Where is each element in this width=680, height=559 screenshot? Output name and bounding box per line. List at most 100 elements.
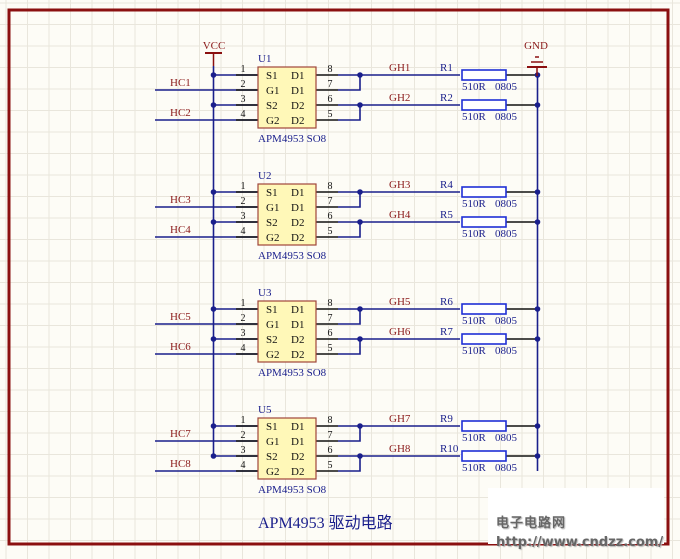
junction-dot [357, 423, 363, 429]
pin-name: S2 [266, 451, 278, 463]
pin-number: 8 [328, 298, 333, 309]
resistor-package: 0805 [495, 462, 518, 474]
pin-name: G2 [266, 466, 279, 478]
net-label-hc6: HC6 [170, 341, 191, 353]
wires [155, 66, 541, 472]
junction-dot [210, 336, 217, 342]
resistor-designator: R9 [440, 413, 453, 425]
watermark-site-name: 电子电路网 [496, 516, 567, 531]
junction-dot [357, 453, 363, 459]
net-label-gh1: GH1 [389, 62, 410, 74]
pin-name: S2 [266, 100, 278, 112]
pin-name: D2 [291, 466, 304, 478]
power-symbols: VCC GND [203, 40, 548, 76]
pin-number: 6 [328, 94, 333, 105]
chip-designator: U2 [258, 170, 271, 182]
junction-dot [210, 219, 217, 225]
junction-dot [210, 189, 217, 195]
pin-number: 4 [241, 343, 246, 354]
pin-name: D1 [291, 319, 304, 331]
pin-name: G2 [266, 349, 279, 361]
junction-dot [534, 189, 541, 195]
pin-name: S1 [266, 187, 278, 199]
pin-number: 5 [328, 226, 333, 237]
net-label-gh3: GH3 [389, 179, 411, 191]
junction-dot [534, 336, 541, 342]
pin-name: D1 [291, 85, 304, 97]
pin-number: 8 [328, 415, 333, 426]
resistor-designator: R6 [440, 296, 453, 308]
chip-designator: U5 [258, 404, 272, 416]
pin-name: D2 [291, 217, 304, 229]
net-label-gh6: GH6 [389, 326, 411, 338]
net-label-hc2: HC2 [170, 107, 191, 119]
pin-name: S1 [266, 70, 278, 82]
pin-number: 7 [328, 79, 333, 90]
pin-name: D2 [291, 334, 304, 346]
vcc-label: VCC [203, 40, 226, 52]
pin-number: 2 [241, 313, 246, 324]
resistor-designator: R10 [440, 443, 459, 455]
pin-number: 2 [241, 430, 246, 441]
resistor-value: 510R [462, 315, 487, 327]
pin-name: D1 [291, 304, 304, 316]
pin-number: 8 [328, 181, 333, 192]
net-label-hc3: HC3 [170, 194, 191, 206]
diagram-title: APM4953 驱动电路 [258, 514, 393, 532]
pin-number: 3 [241, 328, 246, 339]
junction-dot [210, 72, 217, 78]
resistor-value: 510R [462, 81, 487, 93]
pin-number: 1 [241, 181, 246, 192]
resistor-body [461, 99, 507, 111]
pin-name: D2 [291, 451, 304, 463]
chip-body [257, 300, 317, 363]
resistor-designator: R4 [440, 179, 453, 191]
resistor-body [461, 216, 507, 228]
junction-dot [357, 102, 363, 108]
resistor-value: 510R [462, 462, 487, 474]
net-label-hc5: HC5 [170, 311, 191, 323]
resistor-body [461, 69, 507, 81]
pin-name: D1 [291, 187, 304, 199]
chip-body [257, 417, 317, 480]
drain-wire [338, 222, 361, 238]
pin-name: G1 [266, 202, 279, 214]
pin-name: G1 [266, 436, 279, 448]
pin-number: 7 [328, 430, 333, 441]
watermark-box [488, 488, 664, 544]
chip-part-number: APM4953 SO8 [258, 133, 327, 145]
resistor-package: 0805 [495, 111, 518, 123]
pin-number: 2 [241, 196, 246, 207]
junction-dot [357, 72, 363, 78]
resistor-value: 510R [462, 345, 487, 357]
gnd-symbol-icon [527, 56, 547, 76]
pin-name: G2 [266, 115, 279, 127]
pin-number: 4 [241, 226, 246, 237]
pin-number: 3 [241, 211, 246, 222]
junction-dot [357, 336, 363, 342]
pin-name: S1 [266, 304, 278, 316]
net-label-gh5: GH5 [389, 296, 411, 308]
drain-wire [338, 75, 361, 91]
net-label-gh4: GH4 [389, 209, 411, 221]
pin-number: 8 [328, 64, 333, 75]
chip-body [257, 183, 317, 246]
pin-name: G2 [266, 232, 279, 244]
chip-designator: U3 [258, 287, 272, 299]
junction-dot [534, 453, 541, 459]
sheet-frame [7, 8, 670, 546]
watermark-url: http://www.cndzz.com/ [496, 535, 664, 550]
pin-name: S2 [266, 217, 278, 229]
pin-name: D1 [291, 421, 304, 433]
junction-dot [534, 219, 541, 225]
pin-number: 5 [328, 343, 333, 354]
drain-wire [338, 105, 361, 121]
junction-dot [210, 423, 217, 429]
junction-dot [210, 453, 217, 459]
pin-number: 6 [328, 328, 333, 339]
